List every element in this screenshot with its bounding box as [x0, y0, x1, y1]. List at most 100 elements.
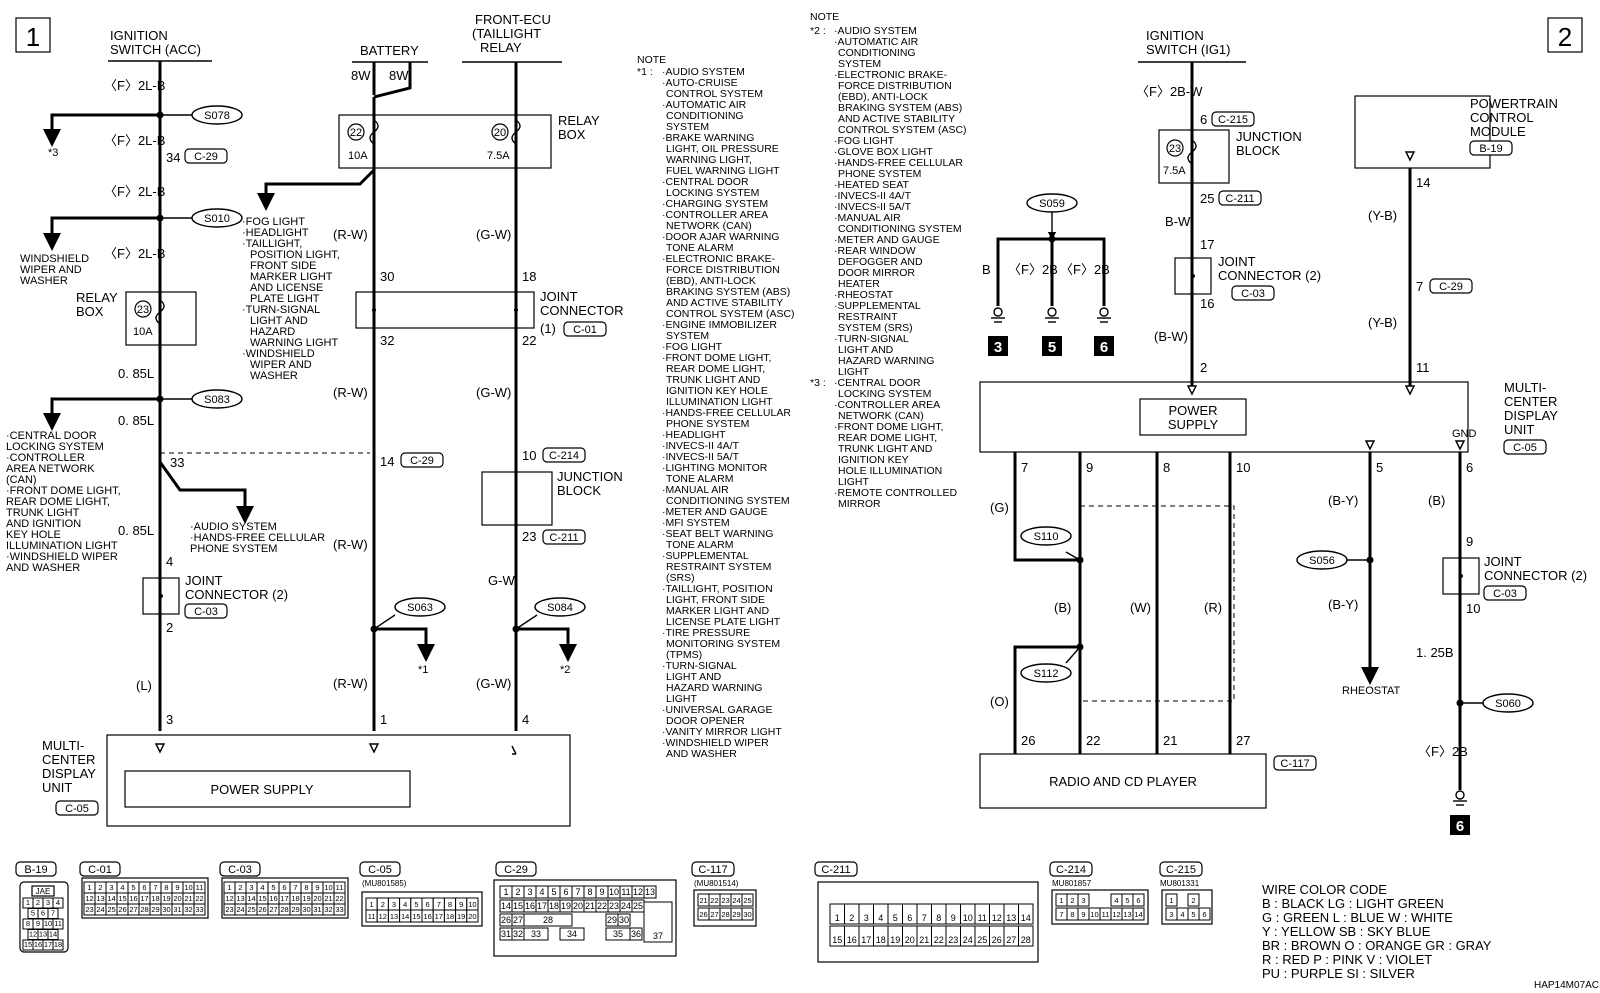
- svg-text:(Y-B): (Y-B): [1368, 208, 1397, 223]
- b19-pin: 16: [32, 939, 44, 951]
- svg-text:S056: S056: [1309, 555, 1335, 567]
- svg-text:BATTERY: BATTERY: [360, 43, 419, 58]
- joint-connector-2-gnd: JOINT CONNECTOR (2) C-03: [1442, 554, 1587, 601]
- svg-text:26: 26: [699, 910, 707, 919]
- c05-pin: 10: [466, 897, 479, 911]
- svg-text:S110: S110: [1034, 531, 1059, 543]
- svg-text:7: 7: [51, 909, 55, 918]
- svg-text:FORCE DISTRIBUTION: FORCE DISTRIBUTION: [838, 80, 952, 92]
- svg-text:BOX: BOX: [558, 127, 586, 142]
- note-1: NOTE *1 : ·AUDIO SYSTEM ·AUTO-CRUISE CON…: [637, 54, 795, 760]
- svg-text:FRONT-ECU: FRONT-ECU: [475, 12, 551, 27]
- c29-pin: 5: [547, 885, 561, 899]
- svg-text:·FOG LIGHT: ·FOG LIGHT: [662, 341, 723, 353]
- svg-text:7.5A: 7.5A: [1163, 165, 1186, 177]
- c211-pin: 18: [873, 925, 889, 947]
- svg-text:·SEAT BELT WARNING: ·SEAT BELT WARNING: [662, 528, 773, 540]
- svg-text:25: 25: [247, 905, 255, 914]
- svg-text:MIRROR: MIRROR: [838, 498, 881, 510]
- svg-text:·AUDIO SYSTEM: ·AUDIO SYSTEM: [834, 25, 917, 37]
- c01-pin: 9: [171, 881, 184, 894]
- c01-pin: 13: [94, 892, 107, 905]
- svg-text:POWER: POWER: [1168, 403, 1217, 418]
- svg-text:36: 36: [631, 929, 641, 939]
- svg-text:25: 25: [107, 905, 115, 914]
- svg-text:4: 4: [166, 554, 173, 569]
- svg-text:C-01: C-01: [88, 864, 112, 876]
- svg-text:·CENTRAL DOOR: ·CENTRAL DOOR: [662, 176, 749, 188]
- svg-text:23: 23: [609, 901, 619, 911]
- b19-pin: 2: [32, 897, 44, 909]
- svg-text:·AUDIO SYSTEM: ·AUDIO SYSTEM: [190, 521, 277, 533]
- c29-pin: 26: [499, 913, 513, 927]
- svg-text:C-117: C-117: [698, 864, 727, 876]
- svg-text:IGNITION: IGNITION: [1146, 28, 1204, 43]
- svg-text:DEFOGGER AND: DEFOGGER AND: [838, 256, 923, 268]
- svg-text:WASHER: WASHER: [20, 275, 68, 287]
- svg-text:28: 28: [543, 915, 553, 925]
- svg-text:13: 13: [1123, 910, 1131, 919]
- c29-pin: 9: [595, 885, 609, 899]
- c211-pin: 10: [960, 903, 976, 925]
- svg-text:AND ACTIVE STABILITY: AND ACTIVE STABILITY: [666, 297, 783, 309]
- svg-text:16: 16: [1200, 296, 1214, 311]
- svg-text:8: 8: [164, 883, 168, 892]
- svg-text:27: 27: [1006, 935, 1016, 945]
- svg-text:16: 16: [129, 894, 137, 903]
- svg-text:POWER SUPPLY: POWER SUPPLY: [210, 782, 313, 797]
- svg-text:C-03: C-03: [228, 864, 252, 876]
- svg-text:10A: 10A: [133, 326, 153, 338]
- svg-text:18: 18: [151, 894, 159, 903]
- c211-pin: 14: [1018, 903, 1034, 925]
- svg-text:NETWORK (CAN): NETWORK (CAN): [666, 220, 752, 232]
- svg-text:37: 37: [653, 931, 663, 941]
- svg-text:SYSTEM (SRS): SYSTEM (SRS): [838, 322, 913, 334]
- svg-text:(1): (1): [540, 321, 556, 336]
- svg-text:12: 12: [992, 913, 1002, 923]
- c03-pin: 24: [234, 903, 247, 916]
- c29-pin: 34: [559, 927, 585, 941]
- svg-text:11: 11: [336, 883, 344, 892]
- svg-text:10: 10: [324, 883, 332, 892]
- svg-text:22: 22: [710, 896, 718, 905]
- svg-text:6: 6: [907, 913, 912, 923]
- c117-pin: 23: [719, 893, 732, 907]
- svg-text:(Y-B): (Y-B): [1368, 315, 1397, 330]
- c215-pin: 4: [1176, 907, 1189, 921]
- svg-text:POSITION LIGHT,: POSITION LIGHT,: [250, 249, 340, 261]
- svg-text:13: 13: [96, 894, 104, 903]
- svg-text:26: 26: [118, 905, 126, 914]
- c01-pin: 23: [83, 903, 96, 916]
- junction-block-right: C-215 23 7.5A JUNCTION BLOCK C-211: [1158, 111, 1302, 206]
- svg-text:4: 4: [878, 913, 883, 923]
- svg-text:3: 3: [527, 887, 532, 897]
- svg-text:C-01: C-01: [573, 324, 597, 336]
- svg-text:LIGHT, OIL PRESSURE: LIGHT, OIL PRESSURE: [666, 143, 779, 155]
- c03-pin: 28: [278, 903, 291, 916]
- svg-text:JUNCTION: JUNCTION: [557, 469, 623, 484]
- svg-text:·FRONT DOME LIGHT,: ·FRONT DOME LIGHT,: [6, 485, 121, 497]
- svg-text:2: 2: [515, 887, 520, 897]
- svg-text:*2 :: *2 :: [810, 25, 826, 37]
- svg-text:RADIO AND CD PLAYER: RADIO AND CD PLAYER: [1049, 774, 1197, 789]
- mcdu-right: POWER SUPPLY GND MULTI- CENTER DISPLAY U…: [979, 380, 1558, 455]
- c01-pin: 2: [94, 881, 107, 894]
- svg-text:9: 9: [951, 913, 956, 923]
- svg-text:C-214: C-214: [1056, 864, 1086, 876]
- c29-pin: 20: [571, 899, 585, 913]
- svg-text:RELAY: RELAY: [480, 40, 522, 55]
- svg-text:11: 11: [196, 883, 204, 892]
- svg-text:HAZARD: HAZARD: [250, 326, 295, 338]
- svg-text:2: 2: [98, 883, 102, 892]
- svg-text:10: 10: [522, 448, 536, 463]
- svg-text:9: 9: [36, 919, 40, 928]
- c03-pin: 11: [333, 881, 346, 894]
- c29-pin: 33: [523, 927, 549, 941]
- svg-text:24: 24: [236, 905, 244, 914]
- svg-text:CONDITIONING: CONDITIONING: [838, 47, 916, 59]
- svg-text:〈F〉2B-W: 〈F〉2B-W: [1136, 84, 1203, 99]
- svg-text:NETWORK (CAN): NETWORK (CAN): [838, 410, 924, 422]
- svg-text:2: 2: [1558, 22, 1572, 52]
- svg-text:1: 1: [227, 883, 231, 892]
- svg-text:33: 33: [531, 929, 541, 939]
